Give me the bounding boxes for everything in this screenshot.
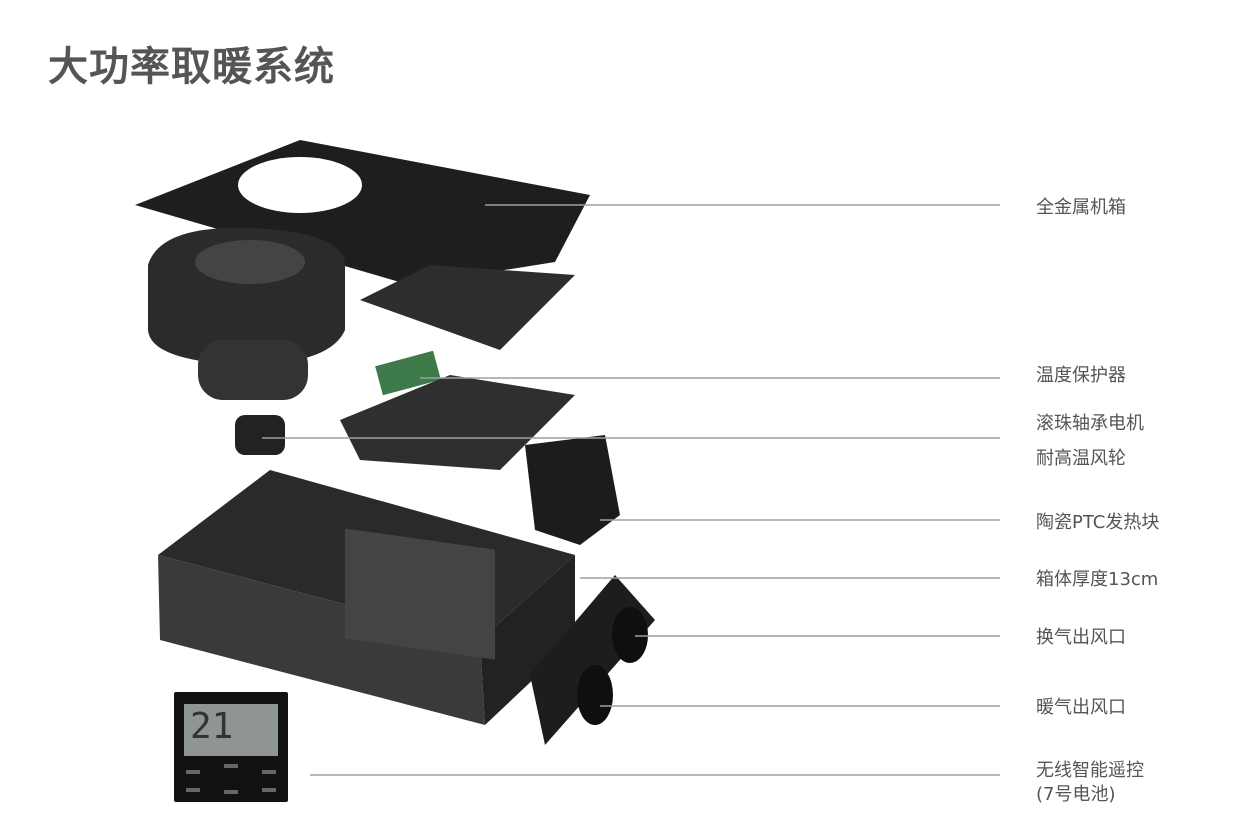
- label-vent-outlet: 换气出风口: [1036, 627, 1126, 648]
- remote-button: [262, 770, 276, 774]
- leader-lines: [262, 204, 1000, 776]
- remote-button: [224, 790, 238, 794]
- label-motor: 滚珠轴承电机: [1036, 413, 1144, 434]
- motor: [235, 415, 285, 455]
- inner-frame: [340, 375, 575, 470]
- remote-lcd: 21: [184, 704, 278, 756]
- remote-button: [262, 788, 276, 792]
- label-remote: 无线智能遥控: [1036, 760, 1144, 781]
- label-thickness: 箱体厚度13cm: [1036, 569, 1159, 590]
- temp-protector-board: [375, 350, 441, 396]
- remote-button: [224, 764, 238, 768]
- vent-outlet: [612, 607, 648, 663]
- label-metal-case: 全金属机箱: [1036, 197, 1126, 218]
- label-warm-outlet: 暖气出风口: [1036, 697, 1126, 718]
- remote-button: [186, 788, 200, 792]
- remote-control: 21: [174, 692, 288, 802]
- label-battery: (7号电池): [1036, 784, 1116, 805]
- warm-outlet: [577, 665, 613, 725]
- page-title: 大功率取暖系统: [48, 44, 335, 90]
- fan-wheel: [198, 340, 308, 400]
- label-fan-wheel: 耐高温风轮: [1036, 448, 1126, 469]
- remote-temperature: 21: [190, 706, 234, 747]
- remote-button: [186, 770, 200, 774]
- plate-hole: [238, 157, 362, 213]
- main-box-front: [158, 555, 485, 725]
- ptc-heater-block: [525, 435, 620, 545]
- pcb-cover: [360, 265, 575, 350]
- label-temp-protector: 温度保护器: [1036, 365, 1126, 386]
- label-ptc-heater: 陶瓷PTC发热块: [1036, 512, 1160, 533]
- main-box-side: [480, 555, 575, 725]
